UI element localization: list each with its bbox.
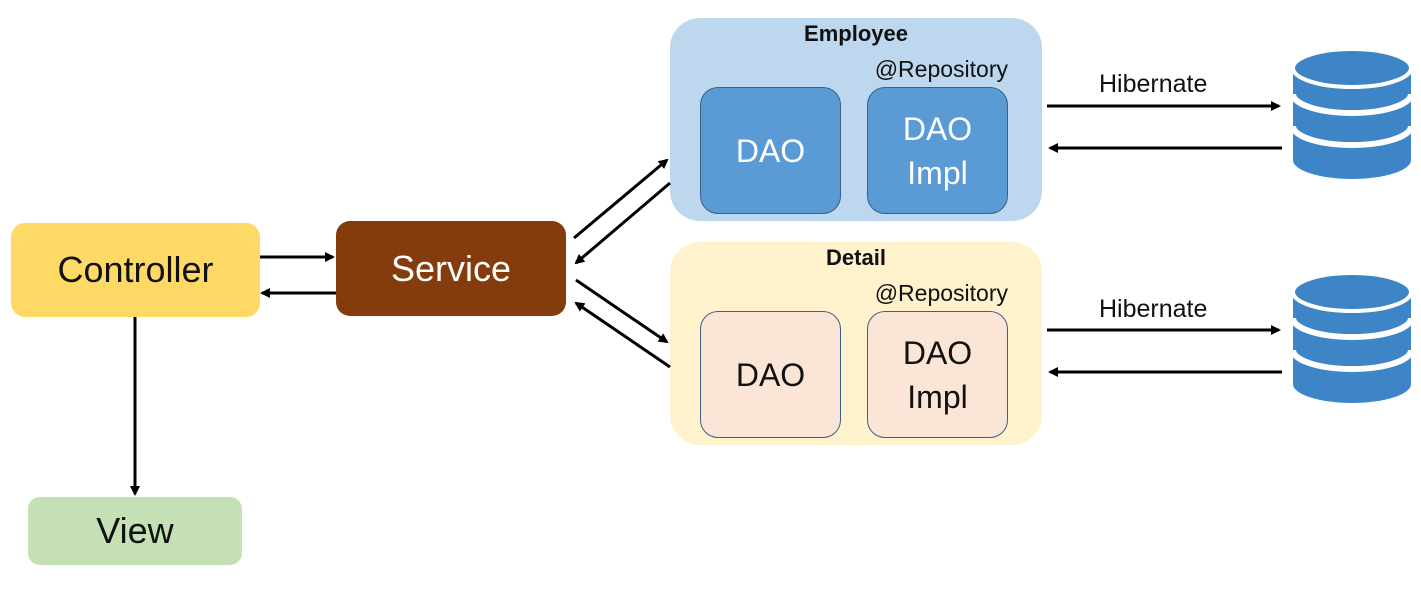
- detail-group-title: Detail: [826, 245, 886, 270]
- employee-to-service-arrow: [574, 181, 671, 265]
- detail-hibernate-label: Hibernate: [1099, 295, 1208, 323]
- detail-to-service-arrow: [574, 301, 671, 369]
- employee-group-title: Employee: [804, 21, 908, 46]
- service-to-employee-arrow: [573, 158, 669, 240]
- detail-dao-box: DAO: [700, 311, 841, 438]
- detail-dao-impl-box: DAO Impl: [867, 311, 1008, 438]
- employee-hibernate-label: Hibernate: [1099, 70, 1208, 98]
- service-to-detail-arrow: [575, 278, 669, 344]
- detail-repository-annotation: @Repository: [874, 280, 1008, 306]
- employee-database-icon: [1290, 47, 1414, 179]
- controller-box: Controller: [11, 223, 260, 317]
- employee-dao-impl-box: DAO Impl: [867, 87, 1008, 214]
- employee-dao-box: DAO: [700, 87, 841, 214]
- view-box: View: [28, 497, 242, 565]
- employee-repository-group: Employee @Repository DAO DAO Impl: [670, 18, 1042, 221]
- detail-repository-group: Detail @Repository DAO DAO Impl: [670, 242, 1042, 445]
- service-box: Service: [336, 221, 566, 316]
- employee-repository-annotation: @Repository: [874, 56, 1008, 82]
- detail-database-icon: [1290, 271, 1414, 403]
